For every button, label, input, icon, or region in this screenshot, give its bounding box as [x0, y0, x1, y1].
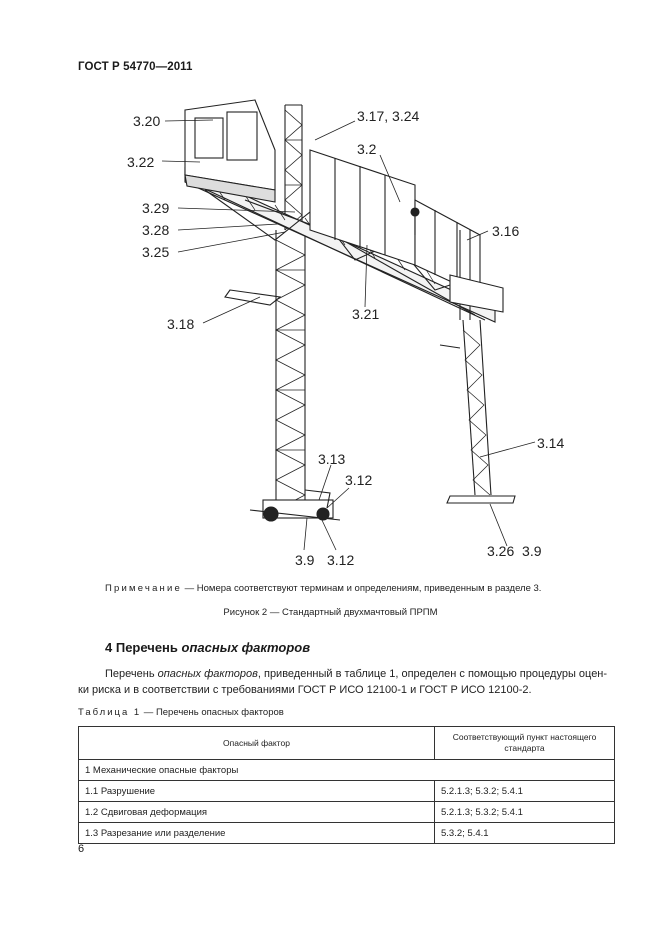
callout-3-21: 3.21: [352, 306, 379, 322]
left-cabin: [184, 99, 276, 203]
hazard-cell: 1.1 Разрушение: [78, 780, 435, 802]
paragraph-line-1-italic: опасных факторов: [157, 668, 258, 680]
paragraph-line-1-a: Перечень: [105, 668, 158, 680]
table-row: 1.3 Разрезание или разделение 5.3.2; 5.4…: [78, 822, 615, 844]
table-group-row: 1 Механические опасные факторы: [78, 759, 615, 781]
left-mast: [275, 104, 306, 511]
deck-panels: [309, 149, 481, 296]
callout-3-13: 3.13: [318, 451, 345, 467]
table-caption: Таблица 1 — Перечень опасных факторов: [78, 707, 284, 718]
clause-cell: 5.2.1.3; 5.3.2; 5.4.1: [434, 801, 615, 823]
header-hazard: Опасный фактор: [78, 726, 435, 760]
table-caption-text: — Перечень опасных факторов: [141, 707, 284, 718]
body-paragraph: Перечень опасных факторов, приведенный в…: [78, 666, 613, 698]
callout-3-28: 3.28: [142, 222, 169, 238]
figure-caption: Рисунок 2 — Стандартный двухмачтовый ПРП…: [223, 607, 438, 618]
callout-3-12-top: 3.12: [345, 472, 372, 488]
clause-cell: 5.2.1.3; 5.3.2; 5.4.1: [434, 780, 615, 802]
page-number: 6: [78, 843, 85, 855]
hazard-cell: 1.3 Разрезание или разделение: [78, 822, 435, 844]
document-code: ГОСТ Р 54770—2011: [78, 61, 193, 73]
note-text: — Номера соответствуют терминам и опреде…: [182, 583, 542, 594]
table-row: 1.1 Разрушение 5.2.1.3; 5.3.2; 5.4.1: [78, 780, 615, 802]
callout-3-22: 3.22: [127, 154, 154, 170]
section-number: 4: [105, 640, 113, 655]
header-clause: Соответствующий пункт настоящего стандар…: [434, 726, 615, 760]
right-mast: [446, 230, 516, 504]
note-label: Примечание: [105, 583, 182, 594]
section-title-italic: опасных факторов: [181, 640, 311, 655]
paragraph-line-1: Перечень опасных факторов, приведенный в…: [78, 666, 613, 682]
left-base: [249, 489, 341, 522]
callout-3-25: 3.25: [142, 244, 169, 260]
callout-3-16: 3.16: [492, 223, 519, 239]
leader-lines: [161, 119, 536, 551]
mast-climbing-platform-figure: 3.20 3.22 3.29 3.28 3.25 3.18 3.17, 3.24…: [95, 90, 575, 570]
platform-drawing: 3.20 3.22 3.29 3.28 3.25 3.18 3.17, 3.24…: [127, 99, 564, 568]
callout-3-26-3-9: 3.26 3.9: [487, 543, 542, 559]
callout-3-2: 3.2: [357, 141, 377, 157]
paragraph-line-1-b: , приведенный в таблице 1, определен с п…: [257, 668, 608, 680]
callout-3-12-bottom: 3.12: [327, 552, 354, 568]
callout-3-17-3-24: 3.17, 3.24: [357, 108, 419, 124]
group-mechanical: 1 Механические опасные факторы: [78, 759, 615, 781]
section-heading: 4 Перечень опасных факторов: [105, 640, 310, 655]
paragraph-line-2: ки риска и в соответствии с требованиями…: [78, 684, 532, 696]
callout-3-9-left: 3.9: [295, 552, 315, 568]
hazards-table: Опасный фактор Соответствующий пункт нас…: [78, 726, 615, 844]
platform-deck: [184, 167, 496, 323]
right-end-platform: [449, 274, 504, 313]
clause-cell: 5.3.2; 5.4.1: [434, 822, 615, 844]
table-header-row: Опасный фактор Соответствующий пункт нас…: [78, 726, 615, 760]
callout-3-14: 3.14: [537, 435, 564, 451]
callout-3-29: 3.29: [142, 200, 169, 216]
figure-note: Примечание — Номера соответствуют термин…: [105, 583, 541, 594]
outrigger: [224, 289, 461, 349]
table-caption-label: Таблица 1: [78, 707, 142, 718]
table-row: 1.2 Сдвиговая деформация 5.2.1.3; 5.3.2;…: [78, 801, 615, 823]
hazard-cell: 1.2 Сдвиговая деформация: [78, 801, 435, 823]
callout-3-20: 3.20: [133, 113, 160, 129]
callout-3-18: 3.18: [167, 316, 194, 332]
section-title-plain: Перечень: [115, 640, 178, 655]
